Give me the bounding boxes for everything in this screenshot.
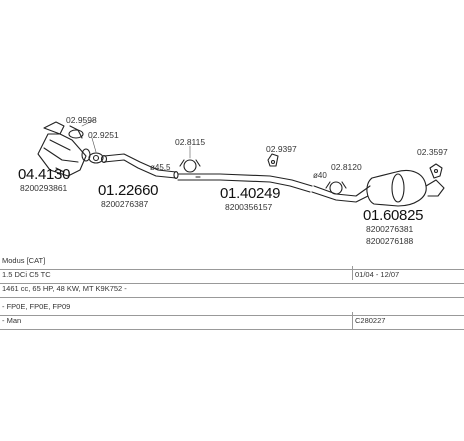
info-row: - FP0E, FP0E, FP09 (0, 298, 464, 316)
gasket-02-9251-shape (88, 137, 104, 164)
part-number: 01.40249 (220, 185, 281, 202)
part-reference: 8200293861 (20, 183, 68, 193)
front-pipe-shape (100, 153, 179, 180)
part-reference: 8200356157 (225, 202, 273, 212)
fitting-code: 02.8120 (331, 162, 362, 172)
info-row: - Man C280227 (0, 312, 464, 330)
info-model: Modus [CAT] (2, 256, 46, 265)
pipe-diameter-label: ø40 (313, 171, 327, 180)
column-divider (352, 312, 353, 329)
exhaust-drawing (37, 119, 445, 207)
fitting-code: 02.9251 (88, 130, 119, 140)
fitting-code: 02.9598 (66, 115, 97, 125)
info-row: 1.5 DCi C5 TC 01/04 - 12/07 (0, 266, 464, 284)
hanger-02-3597-shape (429, 163, 443, 179)
info-row: Modus [CAT] (0, 252, 464, 270)
gasket-02-9598-shape (68, 119, 95, 139)
exhaust-diagram: 02.9598 02.9251 02.8115 02.9397 02.8120 … (18, 115, 448, 246)
fitting-code: 02.9397 (266, 144, 297, 154)
part-number: 01.22660 (98, 182, 159, 199)
info-catalog-code: C280227 (355, 316, 386, 325)
info-transmission: - Man (2, 316, 22, 325)
fitting-code: 02.8115 (175, 137, 206, 147)
pipe-diameter-label: ø45,5 (150, 163, 171, 172)
part-number: 01.60825 (363, 207, 424, 224)
part-number: 04.4130 (18, 166, 71, 183)
info-date-range: 01/04 - 12/07 (355, 270, 400, 279)
part-reference: 8200276381 (366, 224, 414, 234)
part-reference: 8200276188 (366, 236, 414, 246)
info-engine: 1.5 DCi C5 TC (2, 270, 51, 279)
clamp-02-8115-shape (179, 145, 201, 173)
part-reference: 8200276387 (101, 199, 149, 209)
hanger-02-9397-shape (267, 153, 279, 167)
clamp-02-8120-shape (325, 181, 347, 195)
middle-pipe-shape (177, 173, 313, 193)
info-spec: 1461 cc, 65 HP, 48 KW, MT K9K752 - (2, 284, 127, 293)
info-row: 1461 cc, 65 HP, 48 KW, MT K9K752 - (0, 280, 464, 298)
column-divider (352, 266, 353, 280)
info-codes: - FP0E, FP0E, FP09 (2, 302, 71, 311)
fitting-code: 02.3597 (417, 147, 448, 157)
rear-silencer-shape (311, 169, 445, 207)
